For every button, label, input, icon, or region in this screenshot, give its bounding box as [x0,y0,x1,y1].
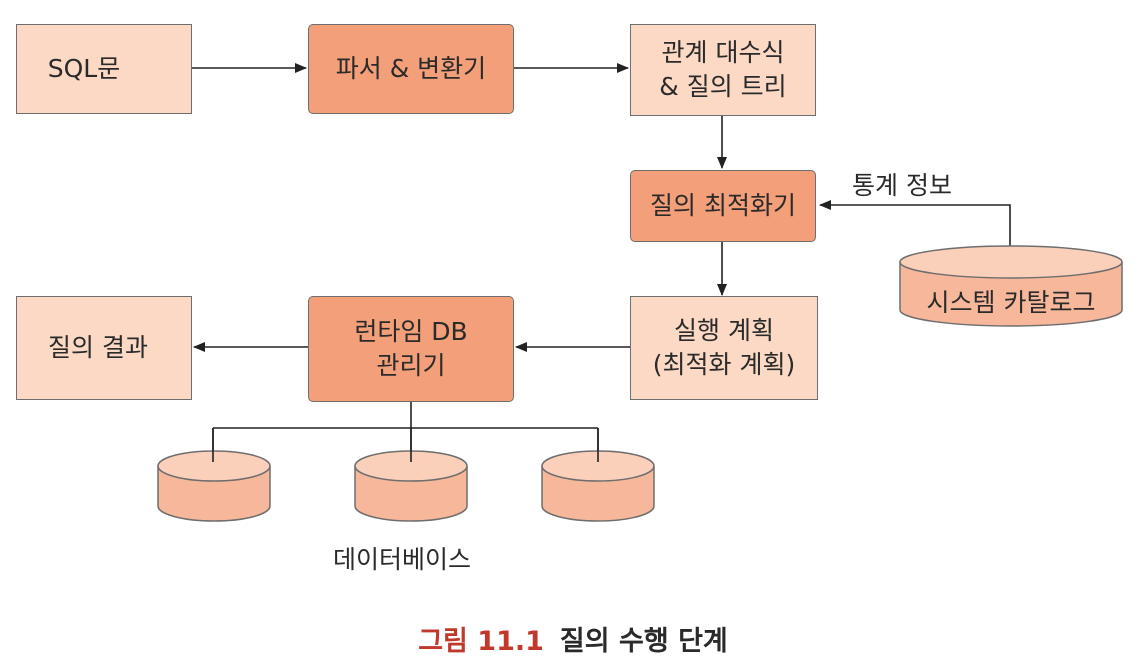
relational-algebra-line-2: & 질의 트리 [659,72,787,101]
sql-statement-box: SQL문 [16,24,192,114]
runtime-db-manager-line-1: 런타임 DB [354,317,468,346]
figure-number: 그림 11.1 [418,626,544,657]
database-label: 데이터베이스 [333,545,472,574]
parser-translator-box: 파서 & 변환기 [308,24,514,114]
relational-algebra-box: 관계 대수식 & 질의 트리 [630,24,816,116]
execution-plan-line-2: (최적화 계획) [652,350,796,379]
database-cylinder-2 [354,450,468,522]
catalog-cylinder [899,245,1123,327]
query-optimizer-label: 질의 최적화기 [650,191,796,220]
relational-algebra-line-1: 관계 대수식 [661,38,785,67]
system-catalog-label: 시스템 카탈로그 [926,288,1096,317]
runtime-db-manager-line-2: 관리기 [376,351,446,380]
query-optimizer-box: 질의 최적화기 [630,170,816,242]
runtime-db-manager-box: 런타임 DB 관리기 [308,296,514,402]
database-cylinder-1 [157,450,271,522]
execution-plan-box: 실행 계획 (최적화 계획) [630,296,818,400]
query-result-box: 질의 결과 [16,296,192,400]
statistics-label: 통계 정보 [852,171,952,200]
query-result-label: 질의 결과 [48,333,148,362]
execution-plan-line-1: 실행 계획 [674,316,774,345]
parser-translator-label: 파서 & 변환기 [335,54,487,83]
database-cylinder-3 [541,450,655,522]
arrow-catalog-to-optimizer [819,200,1011,250]
sql-statement-label: SQL문 [47,54,121,83]
figure-caption: 그림 11.1 질의 수행 단계 [0,619,1146,658]
figure-title: 질의 수행 단계 [559,626,728,657]
